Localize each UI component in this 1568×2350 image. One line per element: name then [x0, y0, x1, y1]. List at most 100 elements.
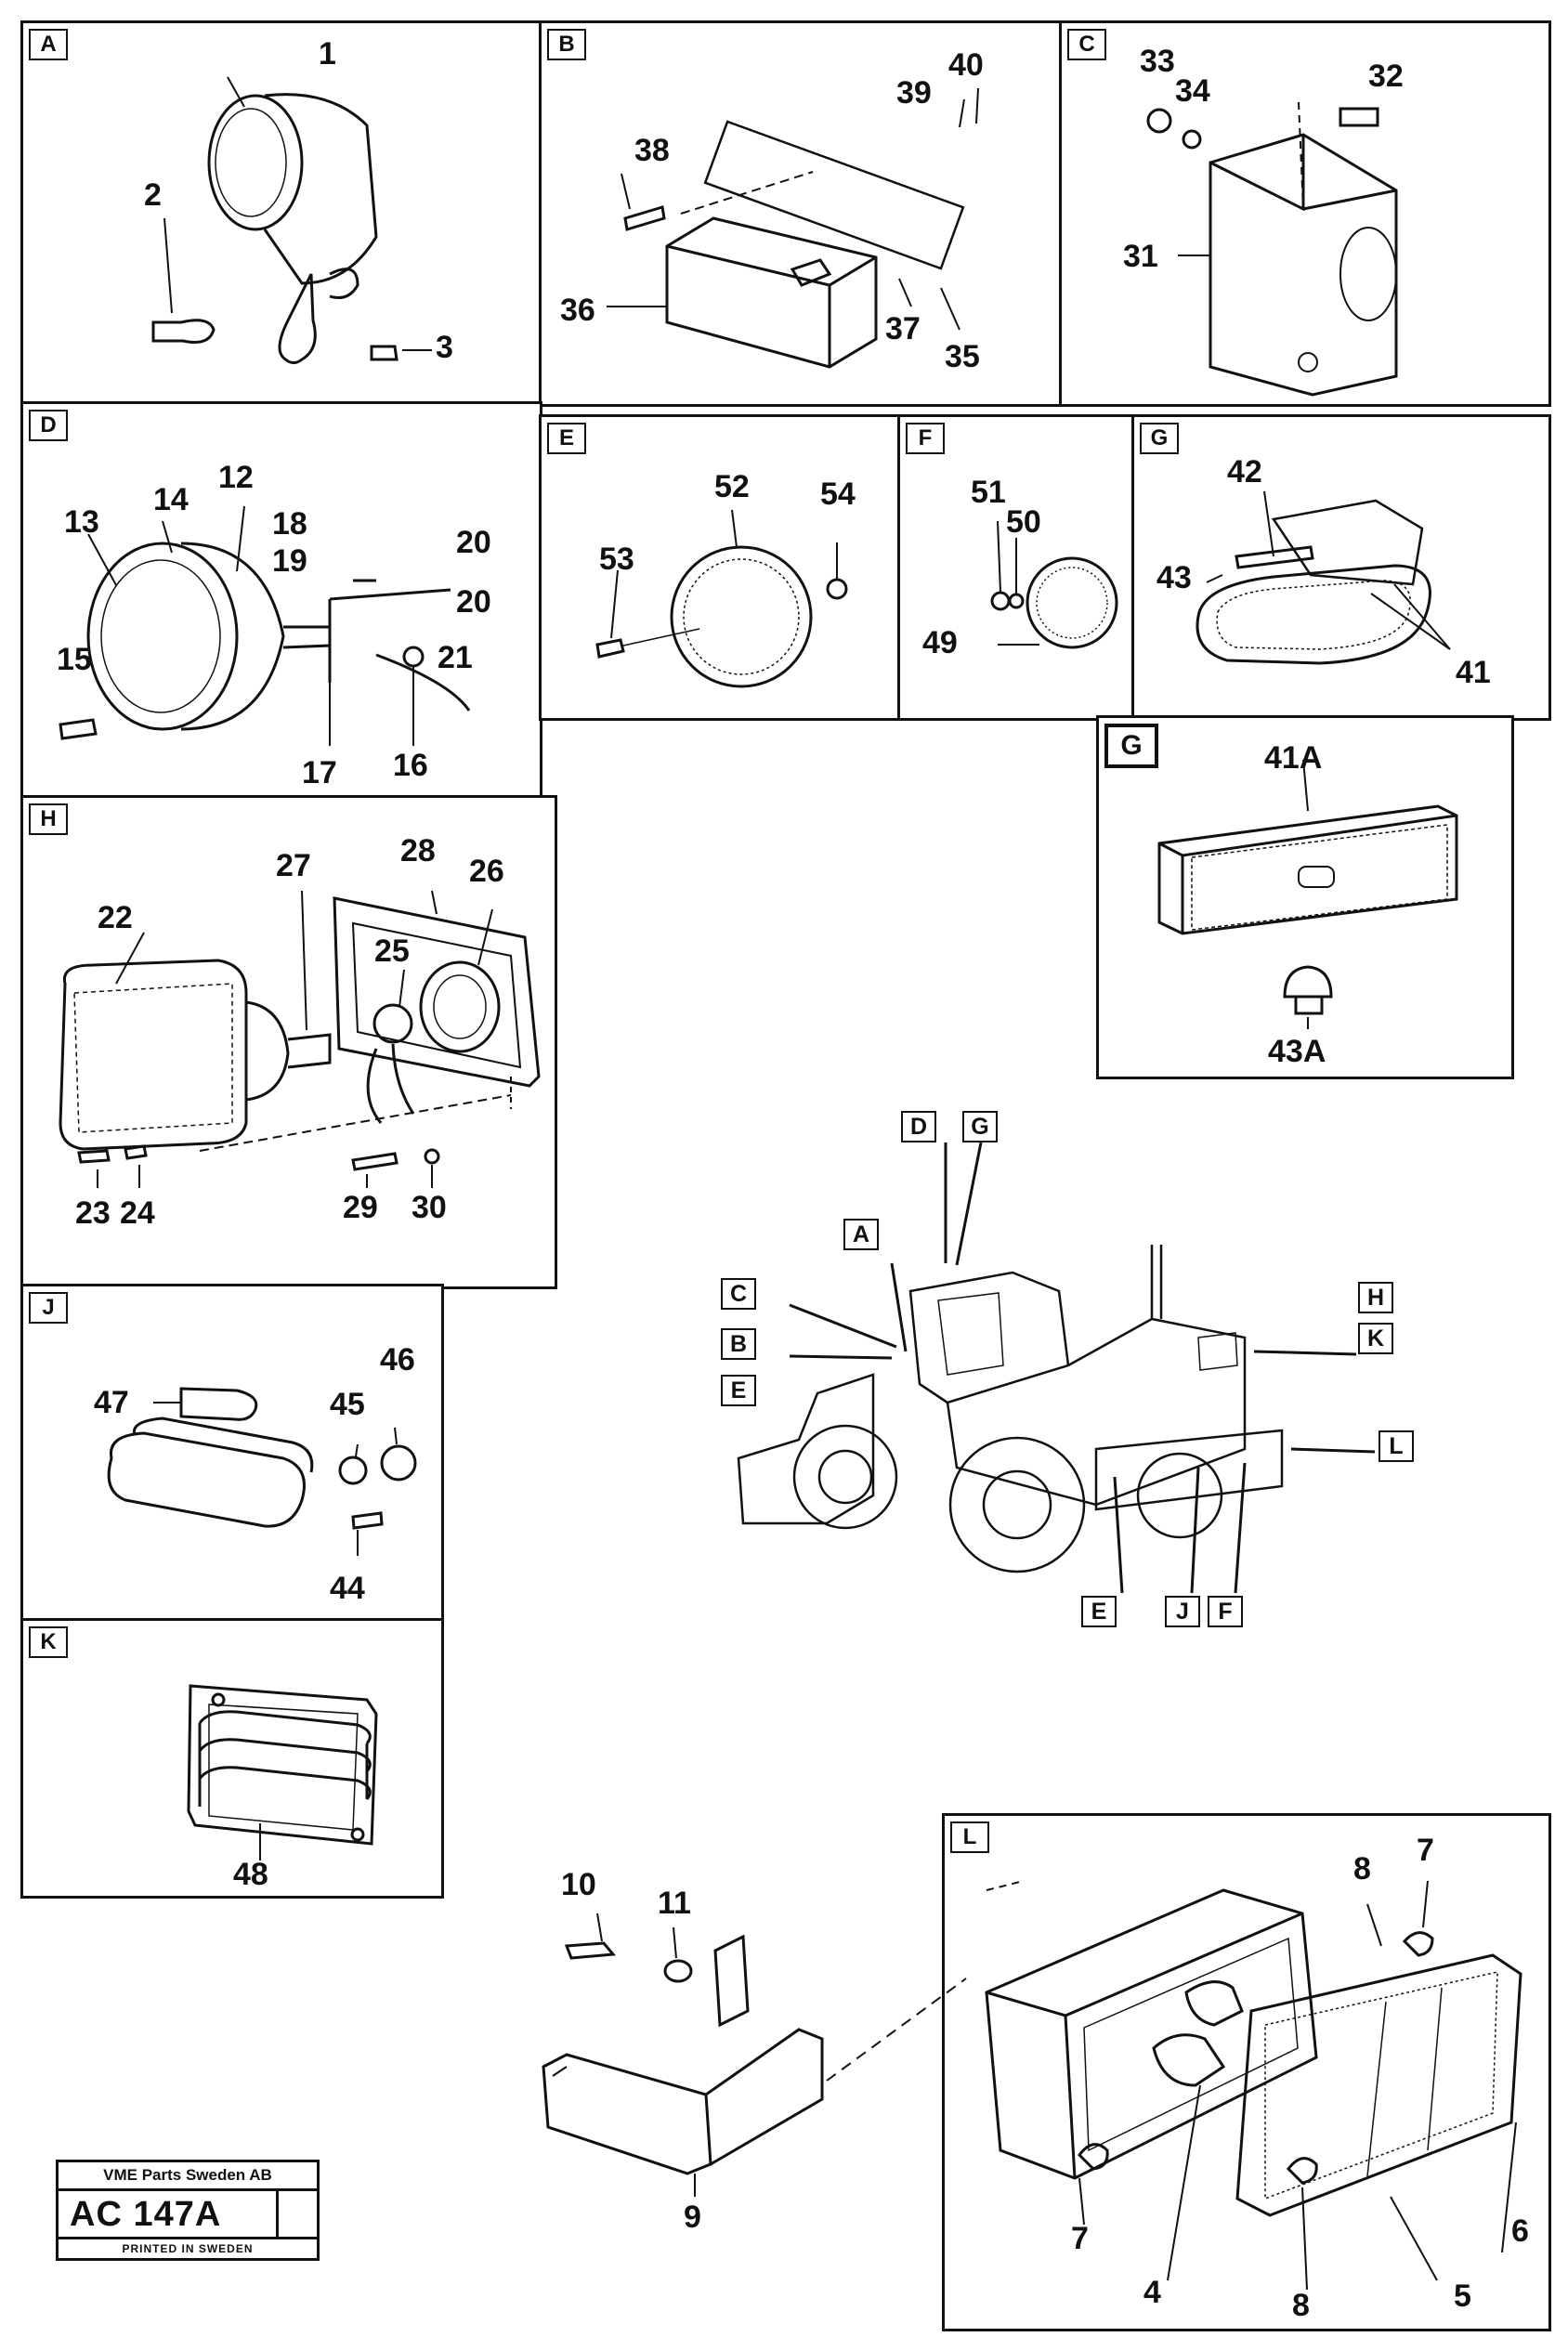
part-number: 7: [1417, 1833, 1434, 1868]
interior-lamp-illustration: [107, 1387, 417, 1556]
reflector-illustration: [595, 509, 848, 688]
part-number: 29: [343, 1190, 378, 1225]
part-number: 14: [153, 482, 189, 517]
part-number: 44: [330, 1571, 365, 1606]
part-number: 3: [436, 330, 453, 365]
part-number: 46: [380, 1342, 415, 1377]
panel-g-alt: G 41A 43A: [1096, 715, 1514, 1079]
panel-c: C 33 34 32 31: [1059, 20, 1551, 407]
locator-label: F: [1208, 1596, 1243, 1627]
part-number: 1: [319, 36, 336, 72]
part-number: 2: [144, 177, 162, 213]
part-number: 12: [218, 460, 254, 495]
tail-lamp-illustration: [985, 1880, 1522, 2291]
document-code: AC 147A: [59, 2191, 279, 2237]
part-number: 15: [57, 642, 92, 677]
part-number: 32: [1368, 59, 1404, 94]
marker-lamp-alt-illustration: [1157, 759, 1458, 1029]
panel-l: L 8 7 7 4 8 5 6: [942, 1813, 1551, 2331]
part-number: 33: [1140, 44, 1175, 79]
headlamp-illustration: [59, 505, 471, 746]
part-number: 37: [885, 311, 921, 346]
locator-label: H: [1358, 1282, 1393, 1313]
part-number: 16: [393, 748, 428, 783]
part-number: 43A: [1268, 1034, 1326, 1069]
part-number: 21: [438, 640, 473, 675]
panel-tag: E: [547, 423, 586, 454]
part-number: 8: [1353, 1851, 1371, 1887]
part-number: 5: [1454, 2278, 1471, 2314]
locator-label: B: [721, 1328, 756, 1360]
locator-label: L: [1379, 1430, 1414, 1462]
part-number: 45: [330, 1387, 365, 1422]
part-number: 41A: [1264, 740, 1323, 776]
panel-k: K 48: [20, 1618, 444, 1899]
part-number: 24: [120, 1195, 155, 1231]
part-number: 25: [374, 933, 410, 969]
part-number: 54: [820, 477, 856, 512]
locator-label: C: [721, 1278, 756, 1310]
part-number: 11: [658, 1886, 691, 1921]
part-number: 38: [634, 133, 670, 168]
part-number: 4: [1143, 2275, 1161, 2310]
panel-g: G 42 43 41: [1131, 414, 1551, 721]
part-number: 28: [400, 833, 436, 868]
panel-tag: G: [1140, 423, 1179, 454]
panel-tag: C: [1067, 29, 1106, 60]
part-number: 51: [971, 475, 1006, 510]
work-headlight-illustration: [59, 890, 541, 1188]
side-lamp-illustration: [1146, 101, 1398, 397]
part-number: 52: [714, 469, 750, 504]
part-number: 30: [412, 1190, 447, 1225]
publisher-name: VME Parts Sweden AB: [59, 2162, 317, 2191]
panel-tag: B: [547, 29, 586, 60]
part-number: 13: [64, 504, 99, 540]
part-number: 9: [684, 2200, 701, 2235]
locator-label: K: [1358, 1323, 1393, 1354]
part-number: 50: [1006, 504, 1041, 540]
panel-tag: D: [29, 410, 68, 441]
panel-h: H 27: [20, 795, 557, 1289]
panel-f: F 51 50 49: [897, 414, 1137, 721]
locator-label: E: [1081, 1596, 1117, 1627]
locator-label: E: [721, 1375, 756, 1406]
panel-d: D 13 14 12 18 19 20 20 21 15 17 16: [20, 401, 542, 799]
locator-label: J: [1165, 1596, 1200, 1627]
panel-tag: J: [29, 1292, 68, 1324]
part-number: 42: [1227, 454, 1262, 490]
printed-note: PRINTED IN SWEDEN: [59, 2237, 317, 2258]
lamp-guard-illustration: [187, 1684, 378, 1860]
part-number: 17: [302, 755, 337, 790]
locator-label: A: [843, 1219, 879, 1250]
panel-tag: G: [1104, 724, 1158, 768]
part-number: 35: [945, 339, 980, 374]
panel-a: A 1 2 3: [20, 20, 542, 407]
part-number: 47: [94, 1385, 129, 1420]
part-number: 34: [1175, 73, 1210, 109]
part-number: 43: [1156, 560, 1192, 595]
panel-tag: L: [950, 1821, 989, 1853]
locator-label: D: [901, 1111, 936, 1142]
part-number: 10: [561, 1867, 596, 1902]
part-number: 8: [1292, 2288, 1310, 2323]
part-number: 7: [1071, 2221, 1089, 2256]
work-lamp-illustration: [151, 76, 432, 364]
part-number: 19: [272, 543, 307, 579]
part-number: 48: [233, 1857, 268, 1892]
part-number: 53: [599, 542, 634, 577]
part-number: 39: [896, 75, 932, 111]
part-number: 49: [922, 625, 958, 660]
part-number: 6: [1511, 2213, 1529, 2249]
panel-tag: F: [906, 423, 945, 454]
part-number: 18: [272, 506, 307, 542]
reflector-small-illustration: [990, 520, 1118, 649]
locator-label: G: [962, 1111, 998, 1142]
part-number: 23: [75, 1195, 111, 1231]
marker-lamp-illustration: [1196, 490, 1451, 665]
plate-lamp-illustration: [607, 87, 979, 369]
panel-e: E 52 54 53: [539, 414, 910, 721]
part-number: 31: [1123, 239, 1158, 274]
panel-tag: A: [29, 29, 68, 60]
panel-j: J 47 45 46 44: [20, 1284, 444, 1624]
panel-tag: K: [29, 1626, 68, 1658]
